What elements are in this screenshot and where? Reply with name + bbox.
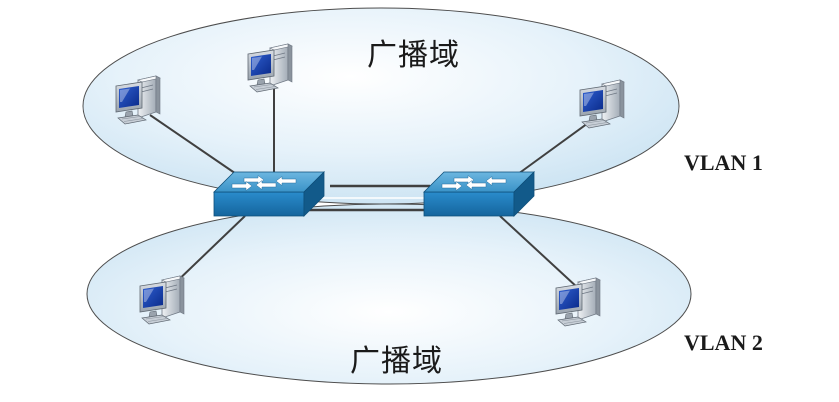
top-broadcast-domain-label: 广播域 [367,38,460,73]
vlan1-label: VLAN 1 [684,150,763,175]
vlan2-broadcast-domain [86,203,692,385]
link-pc-top-left [149,114,246,181]
switch-right-icon [423,171,535,217]
vlan2-label: VLAN 2 [684,330,763,355]
bottom-broadcast-domain-label: 广播域 [350,344,443,379]
link-pc-top-right [517,117,596,175]
switch-left-icon [213,171,325,217]
link-pc-bottom-right [499,215,579,289]
link-pc-bottom-left [169,215,246,289]
network-links [149,86,596,289]
